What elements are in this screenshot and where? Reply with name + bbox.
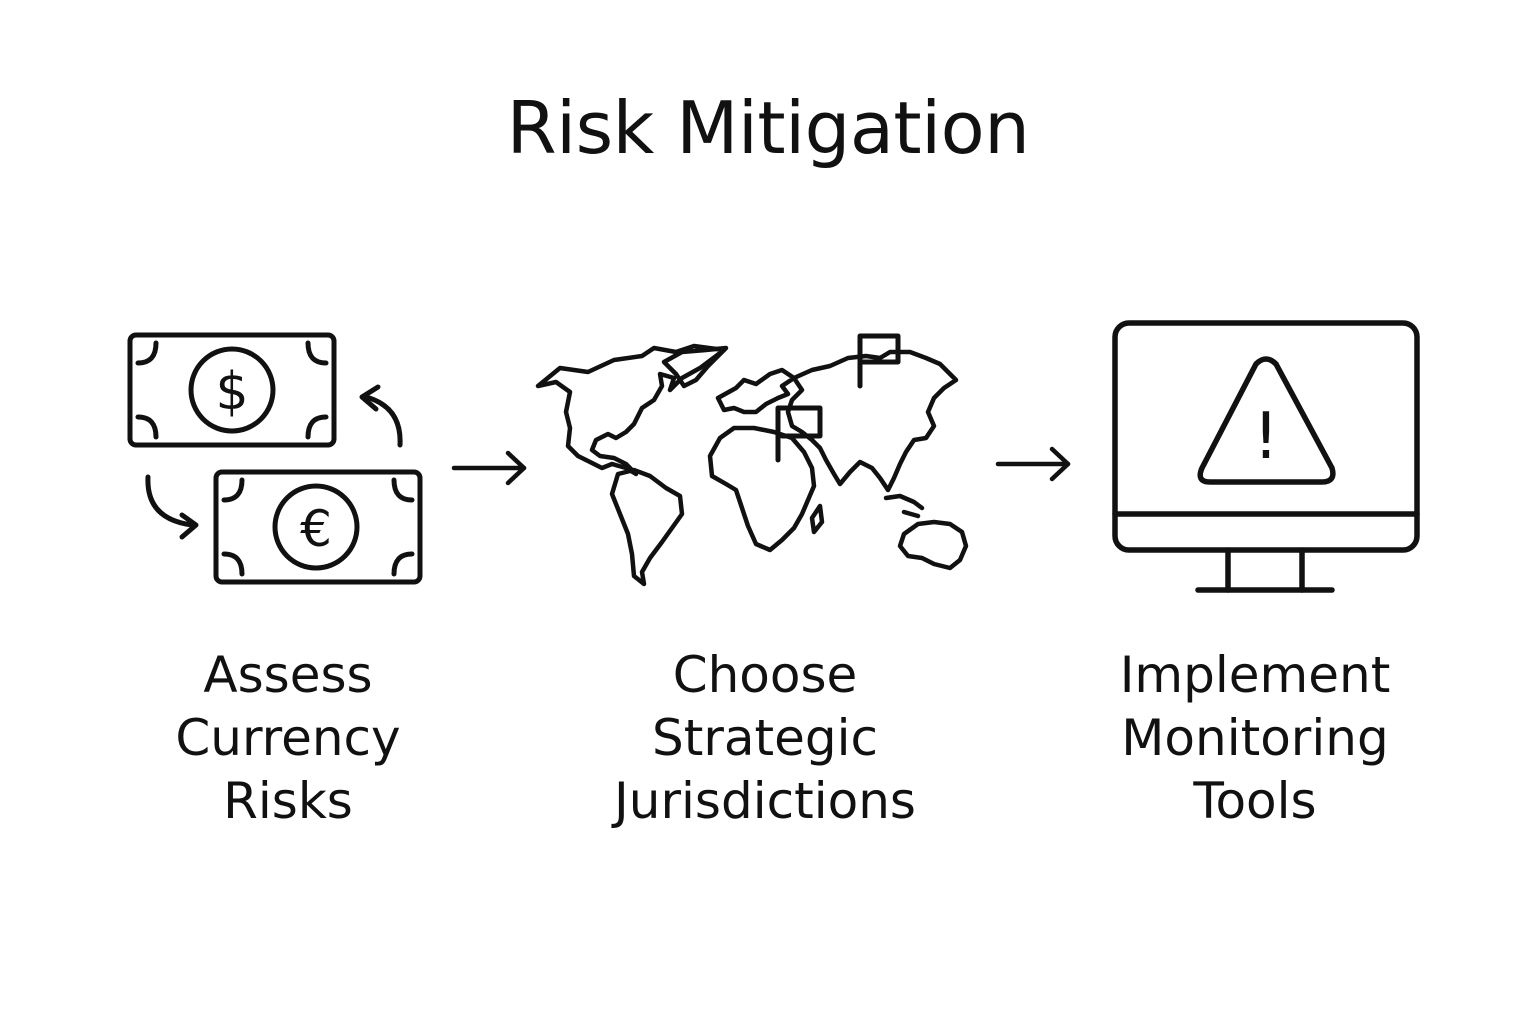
monitor-warning-icon: ! (1110, 318, 1422, 598)
step-label-assess: Assess Currency Risks (138, 644, 438, 833)
step-label-implement: Implement Monitoring Tools (1095, 644, 1415, 833)
dollar-sign: $ (215, 362, 248, 422)
north-america-shape (535, 343, 727, 477)
label-line: Monitoring (1121, 709, 1389, 767)
greenland-shape (661, 345, 729, 389)
label-line: Risks (223, 772, 353, 830)
label-line: Strategic (651, 709, 879, 767)
europe-shape (715, 367, 797, 415)
warning-triangle-icon: ! (1197, 356, 1336, 485)
label-line: Currency (175, 709, 401, 767)
south-america-shape (609, 467, 685, 587)
label-line: Jurisdictions (614, 772, 916, 830)
flag-icon (775, 405, 823, 463)
label-line: Assess (203, 646, 373, 704)
arrow-right-icon (450, 448, 530, 492)
label-line: Choose (672, 646, 858, 704)
label-line: Tools (1193, 772, 1317, 830)
euro-bill-icon: € (213, 469, 423, 585)
exchange-arrows-icon (145, 384, 403, 540)
islands-shape (883, 493, 925, 519)
currency-exchange-icon: $ € (120, 325, 440, 595)
label-line: Implement (1119, 646, 1391, 704)
africa-shape (707, 425, 817, 553)
world-map-icon (530, 328, 970, 592)
euro-sign: € (300, 500, 332, 558)
asia-shape (785, 349, 959, 493)
dollar-bill-icon: $ (127, 332, 337, 448)
step-label-choose: Choose Strategic Jurisdictions (565, 644, 965, 833)
diagram-title: Risk Mitigation (506, 86, 1030, 170)
flag-icon (857, 333, 901, 389)
australia-shape (897, 519, 969, 571)
alert-symbol: ! (1253, 400, 1279, 474)
arrow-right-icon (994, 444, 1074, 488)
madagascar-shape (809, 503, 825, 535)
